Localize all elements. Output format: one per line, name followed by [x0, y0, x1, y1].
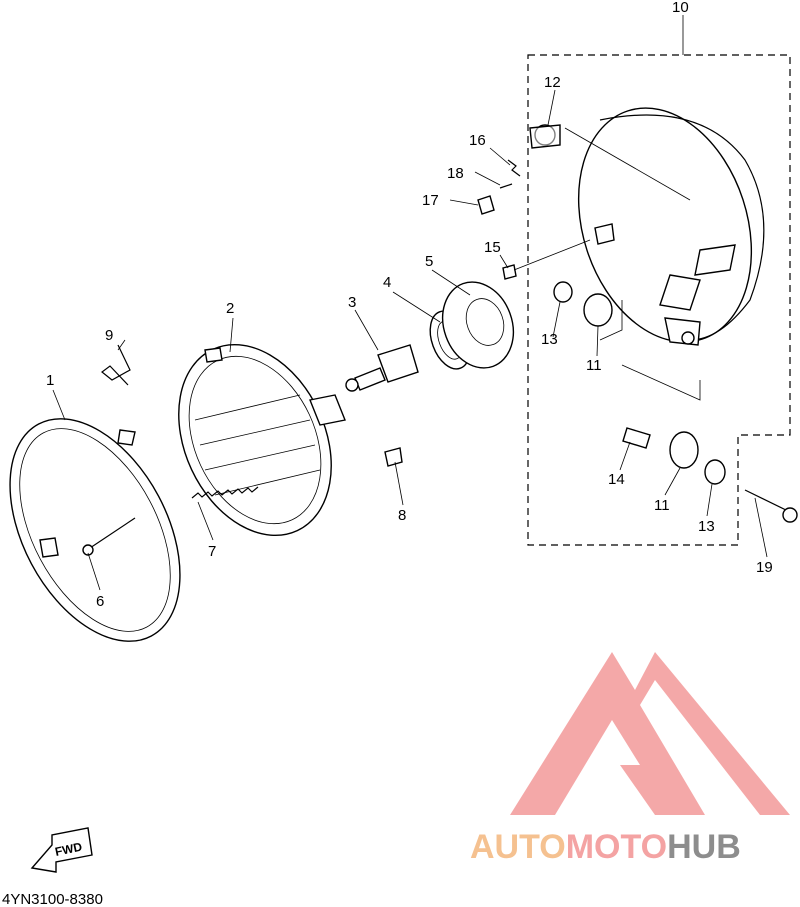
callout-16: 16	[469, 132, 486, 149]
socket-cover-5	[441, 281, 515, 369]
mounting-hardware	[553, 281, 798, 523]
callout-13b: 13	[698, 518, 715, 535]
connector-8	[384, 447, 403, 467]
callout-13a: 13	[541, 331, 558, 348]
callout-10: 10	[672, 0, 689, 16]
part-code: 4YN3100-8380	[2, 891, 103, 907]
callout-11a: 11	[586, 357, 602, 374]
bulb-3	[345, 344, 419, 392]
watermark-moto: MOTO	[566, 828, 667, 866]
callout-1: 1	[46, 372, 54, 389]
spring-7	[191, 486, 259, 499]
leader-lines	[52, 15, 768, 591]
callout-2: 2	[226, 300, 234, 317]
callout-5: 5	[425, 253, 433, 270]
watermark-text: AUTOMOTOHUB	[470, 828, 741, 866]
watermark-logo	[510, 652, 790, 815]
callout-14: 14	[608, 471, 625, 488]
callout-17: 17	[422, 192, 439, 209]
callout-11b: 11	[654, 497, 670, 514]
headlight-lens-unit	[178, 343, 346, 537]
watermark-hub: HUB	[667, 828, 741, 866]
callout-12: 12	[544, 74, 561, 91]
watermark-auto: AUTO	[470, 828, 566, 866]
callout-8: 8	[398, 507, 406, 524]
callout-18: 18	[447, 165, 464, 182]
callout-9: 9	[105, 327, 113, 344]
fwd-arrow: FWD	[30, 827, 93, 873]
callout-7: 7	[208, 543, 216, 560]
headlight-housing	[564, 107, 765, 346]
screw-6	[82, 517, 136, 556]
callout-19: 19	[756, 559, 773, 576]
callout-15: 15	[484, 239, 501, 256]
assembly-box-10	[527, 54, 791, 546]
callout-6: 6	[96, 593, 104, 610]
callout-3: 3	[348, 294, 356, 311]
callout-4: 4	[383, 274, 391, 291]
headlight-rim	[9, 418, 181, 642]
clip-9	[101, 344, 131, 386]
fwd-label: FWD	[54, 839, 84, 858]
small-hardware	[477, 124, 591, 280]
